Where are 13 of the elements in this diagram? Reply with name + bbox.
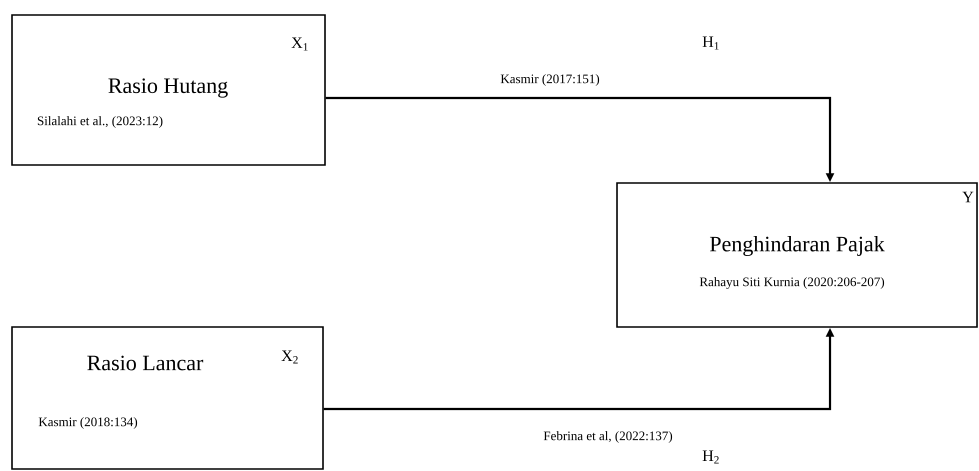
variable-title: Penghindaran Pajak [710,236,885,256]
citation-text: Silalahi et al., (2023:12) [38,116,162,128]
variable-symbol: Y [962,192,974,202]
edge-label: Febrina et al, (2022:137) [542,430,674,444]
variable-symbol: X$_{2}$ [282,350,298,364]
hypothesis-label: H$_{2}$ [702,450,719,464]
variable-title: Rasio Hutang [108,78,228,98]
citation-text: Rahayu Siti Kurnia (2020:206-207) [700,277,884,289]
edge-label: Kasmir (2017:151) [499,73,601,87]
variable-title: Rasio Lancar [87,356,204,370]
hypothesis-label: H$_{1}$ [702,36,719,50]
variable-symbol: X$_{1}$ [292,37,308,51]
citation-text: Kasmir (2018:134) [38,417,138,429]
